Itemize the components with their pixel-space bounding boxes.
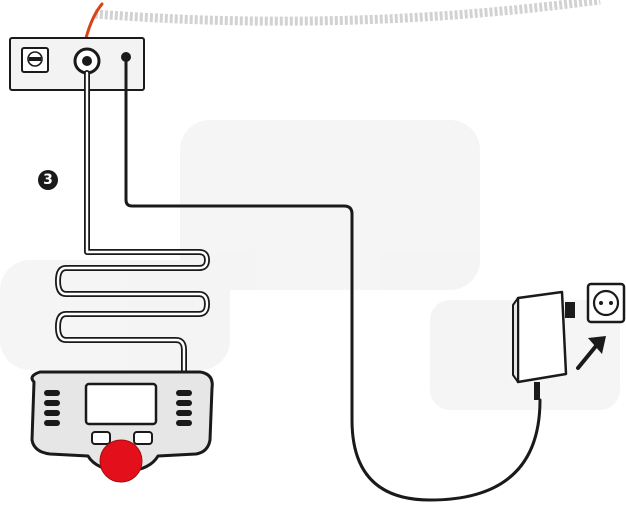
connection-box xyxy=(9,37,145,91)
track-arc xyxy=(94,0,601,26)
power-cable xyxy=(124,60,542,502)
socket-port-icon xyxy=(21,47,49,73)
left-button-bank xyxy=(44,390,60,426)
round-jack-port-icon xyxy=(73,47,101,75)
adapter-prongs xyxy=(565,302,575,318)
right-button-bank xyxy=(176,390,192,426)
power-adapter xyxy=(512,282,626,400)
function-keys xyxy=(91,431,153,445)
adapter-body xyxy=(516,290,568,384)
controller xyxy=(30,370,214,483)
small-pin-port-icon xyxy=(121,52,131,62)
feed-cable xyxy=(84,2,104,40)
display-screen xyxy=(84,382,158,426)
wall-outlet-icon xyxy=(586,282,626,324)
plug-in-arrow-icon xyxy=(576,336,606,370)
step-number-badge: 3 xyxy=(38,170,58,190)
red-control-knob xyxy=(99,439,143,483)
